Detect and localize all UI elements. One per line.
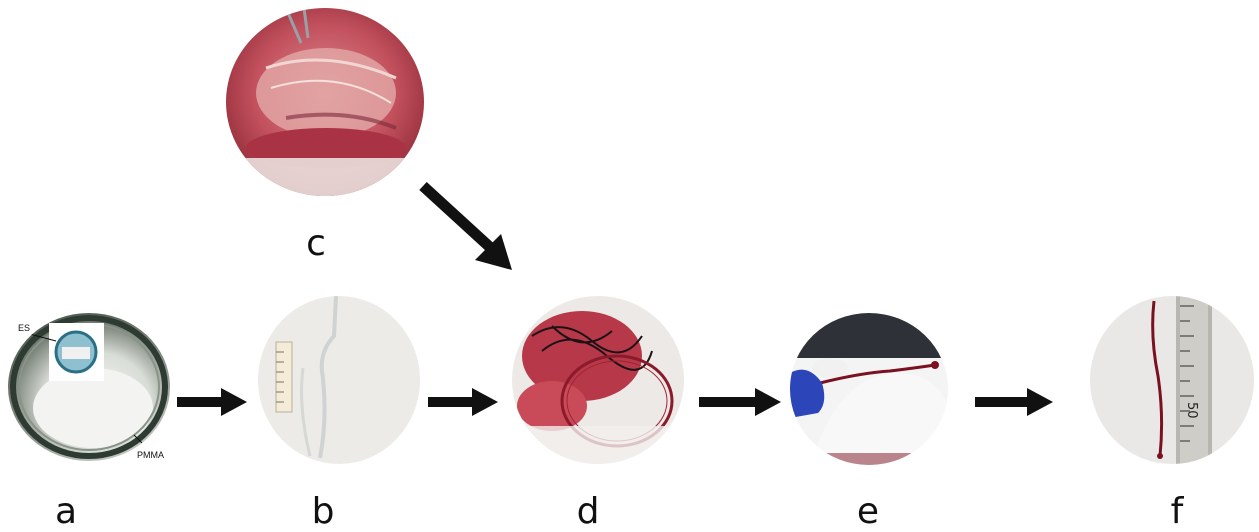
arrow-e-to-f	[975, 388, 1053, 416]
sample-collection-illustration	[790, 313, 948, 465]
arrow-a-to-b	[177, 388, 247, 416]
panel-f-photo: 50	[1090, 296, 1254, 464]
arrow-d-to-e	[699, 388, 781, 416]
panel-e-label: e	[857, 494, 879, 530]
ruler-measurement-illustration: 50	[1090, 296, 1254, 464]
panel-a-label: a	[55, 494, 77, 530]
surgical-field-illustration	[226, 8, 424, 196]
panel-d-photo	[512, 296, 684, 464]
powder-dish-illustration	[8, 313, 170, 461]
implanted-tube-illustration	[512, 296, 684, 464]
panel-e-photo	[790, 313, 948, 465]
panel-d-label: d	[577, 494, 600, 530]
ruler-mark-50: 50	[1184, 402, 1199, 419]
panel-a-photo	[8, 313, 170, 461]
tube-on-ruler-illustration	[258, 296, 420, 464]
annotation-es: ES	[18, 323, 30, 333]
panel-c-label: c	[306, 226, 326, 262]
panel-b-label: b	[312, 494, 335, 530]
panel-b-photo	[258, 296, 420, 464]
arrow-c-to-d	[415, 178, 520, 278]
panel-f-label: f	[1171, 494, 1184, 530]
arrow-b-to-d	[428, 388, 498, 416]
annotation-pmma: PMMA	[137, 450, 164, 460]
panel-c-photo	[226, 8, 424, 196]
